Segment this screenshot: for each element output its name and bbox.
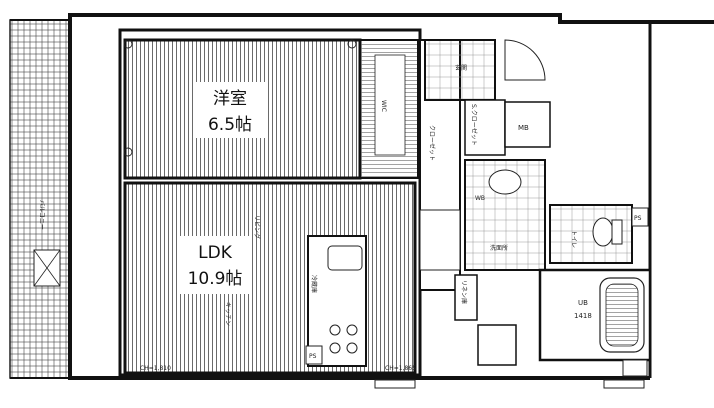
ps-label-left: PS	[309, 353, 317, 360]
mb-label: MB	[518, 124, 529, 132]
shoes-closet: S.クローゼット MB	[464, 99, 551, 156]
sc-label: S.クローゼット	[470, 104, 478, 146]
unit-bath: UB 1418	[538, 268, 652, 362]
ch-left: CH=1,810	[140, 365, 171, 372]
ldk-room: LDK 10.9帖 リビング キッチン 冷蔵庫 PS CH=1,810 CH=1…	[123, 181, 417, 375]
ch-right: CH=1,865	[385, 365, 416, 372]
refrigerator-label: 冷蔵庫	[310, 275, 318, 293]
washroom: 洗面所 WB	[464, 159, 546, 271]
ldk-room-area: 10.9帖	[188, 269, 243, 289]
wic-label: WIC	[380, 100, 387, 112]
kitchen-label: キッチン	[224, 302, 231, 326]
linen-label: リネン庫	[460, 280, 468, 304]
entrance-label: 玄関	[455, 64, 467, 72]
entrance: 玄関	[424, 39, 546, 101]
wb-label: WB	[475, 195, 485, 202]
balcony-label: バルコニー	[38, 200, 45, 230]
living-label: リビング	[253, 215, 261, 239]
western-room: 洋室 6.5帖	[123, 38, 362, 180]
linen-storage: リネン庫	[454, 274, 517, 366]
ps-label-right: PS	[634, 215, 642, 222]
toilet-label: トイレ	[570, 230, 577, 248]
toilet-room: トイレ PS	[549, 204, 649, 264]
bottom-markers	[374, 359, 648, 389]
ldk-room-name: LDK	[198, 243, 233, 263]
ub-size: 1418	[574, 312, 592, 320]
washroom-label: 洗面所	[490, 244, 508, 252]
western-room-area: 6.5帖	[208, 115, 252, 135]
western-room-name: 洋室	[213, 89, 247, 109]
balcony: バルコニー	[9, 19, 71, 379]
closet-label: クローゼット	[428, 125, 436, 161]
ub-label: UB	[578, 299, 588, 307]
walk-in-closet: WIC	[359, 39, 419, 179]
